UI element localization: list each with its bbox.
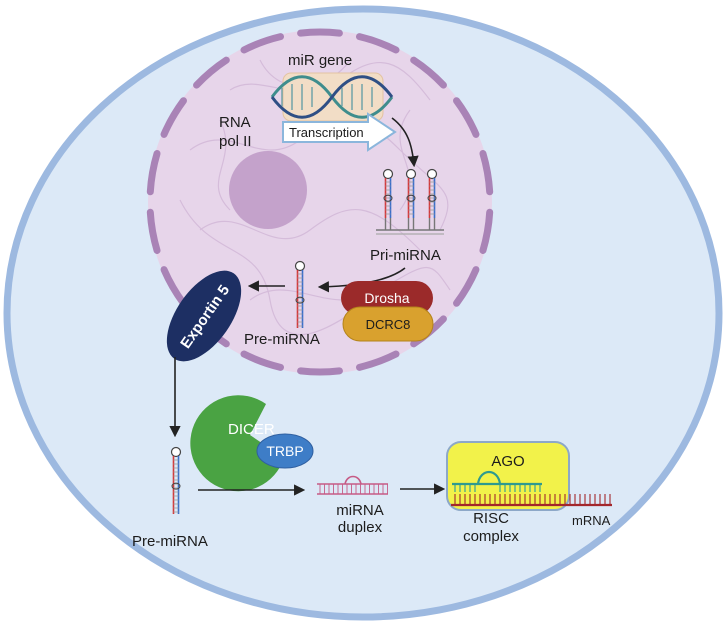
transcription-arrow: Transcription <box>282 112 397 152</box>
mirna-duplex-label-line1: miRNA <box>336 502 384 519</box>
rna-pol-label-line2: pol II <box>219 133 252 150</box>
drosha-complex: Drosha DCRC8 <box>341 281 434 342</box>
nuclear-envelope <box>146 28 494 376</box>
pri-mirna-hairpins <box>376 168 444 235</box>
mirna-duplex <box>317 475 388 495</box>
pre-mirna-cytoplasm-label: Pre-miRNA <box>132 533 208 550</box>
dicer-complex: DICER TRBP <box>190 395 314 492</box>
transcription-label: Transcription <box>289 125 364 140</box>
dcrc8-block <box>342 306 434 342</box>
mirna-duplex-label-line2: duplex <box>338 519 383 536</box>
pre-mirna-nucleus-hairpin <box>294 260 306 328</box>
dicer-shape <box>190 395 284 492</box>
dcrc8-label: DCRC8 <box>366 317 411 332</box>
ago-label: AGO <box>491 453 524 470</box>
mrna-label: mRNA <box>572 513 611 528</box>
mrna-strand <box>451 494 612 507</box>
risc-label-line2: complex <box>463 528 519 545</box>
drosha-label: Drosha <box>364 290 409 306</box>
risc-label-line1: RISC <box>473 510 509 527</box>
pre-mirna-nucleus-label: Pre-miRNA <box>244 331 320 348</box>
pri-mirna-label: Pri-miRNA <box>370 247 441 264</box>
pre-mirna-cytoplasm-hairpin <box>170 446 182 514</box>
trbp-label: TRBP <box>266 443 303 459</box>
risc-complex: AGO <box>446 441 612 511</box>
risc-guide-strand <box>452 470 542 492</box>
trbp-shape <box>256 433 314 469</box>
dicer-label: DICER <box>228 421 275 438</box>
arrow-gene-to-pri <box>391 117 419 168</box>
nucleolus <box>229 151 307 229</box>
rna-pol-label-line1: RNA <box>219 114 251 131</box>
mir-gene-label: miR gene <box>288 52 352 69</box>
ago-block <box>446 441 570 511</box>
mir-gene-dna <box>270 72 394 122</box>
